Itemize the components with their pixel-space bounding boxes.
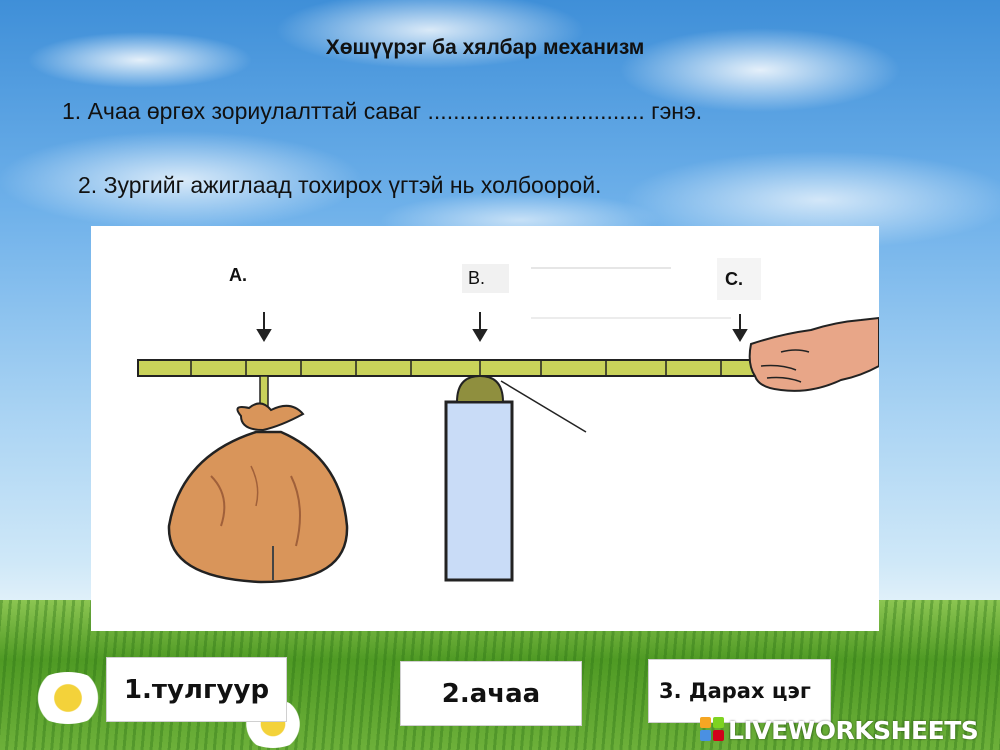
liveworksheets-logo: LIVEWORKSHEETS xyxy=(700,713,979,747)
arrow-c-icon xyxy=(732,314,748,342)
answer-achaa-button[interactable]: 2.ачаа xyxy=(400,661,582,726)
lever-bar xyxy=(137,359,755,377)
hand-icon xyxy=(748,316,879,392)
label-c: C. xyxy=(717,258,761,300)
question-2: 2. Зургийг ажиглаад тохирох үгтэй нь хол… xyxy=(78,172,602,198)
question-1: 1. Ачаа өргөх зориулалттай саваг .......… xyxy=(62,98,703,124)
support-pillar xyxy=(444,400,514,582)
brand-text: LIVEWORKSHEETS xyxy=(728,715,979,745)
pointer-line xyxy=(500,380,587,433)
weight-bag xyxy=(167,402,349,584)
fulcrum xyxy=(455,374,505,403)
lever-segments xyxy=(190,360,722,376)
label-b: B. xyxy=(462,264,509,293)
lever-diagram: A. B. C. xyxy=(91,226,879,631)
grid-logo-icon xyxy=(700,717,726,743)
answer-darah-tseg-button[interactable]: 3. Дарах цэг xyxy=(648,659,831,723)
arrow-b-icon xyxy=(472,312,488,342)
label-a: A. xyxy=(229,262,269,290)
arrow-a-icon xyxy=(256,312,272,342)
page-title: Хөшүүрэг ба хялбар механизм xyxy=(325,36,645,59)
flower-decoration xyxy=(28,672,108,724)
lever-illustration xyxy=(137,267,879,584)
answer-tulguur-button[interactable]: 1.тулгуур xyxy=(106,657,287,722)
